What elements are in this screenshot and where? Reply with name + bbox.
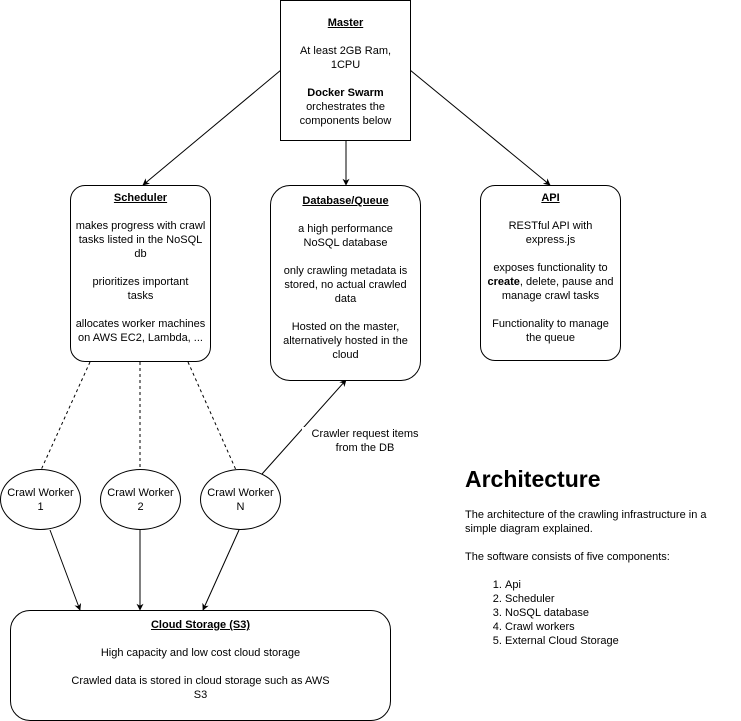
- architecture-intro: The architecture of the crawling infrast…: [465, 509, 707, 535]
- list-item: NoSQL database: [505, 606, 741, 620]
- arrow-master-to-scheduler: [142, 69, 282, 186]
- api-queue: Functionality to manage the queue: [492, 318, 609, 344]
- scheduler-title: Scheduler: [113, 192, 168, 204]
- list-item: External Cloud Storage: [505, 634, 741, 648]
- master-swarm: Docker Swarm orchestrates the components…: [281, 86, 410, 128]
- crawl-worker-1: Crawl Worker 1: [0, 469, 81, 530]
- link-scheduler-to-worker-1: [40, 361, 91, 471]
- crawl-worker-n: Crawl Worker N: [200, 469, 281, 530]
- list-item: Scheduler: [505, 592, 741, 606]
- crawl-worker-n-number: N: [236, 500, 245, 513]
- database-hosting: Hosted on the master, alternatively host…: [283, 321, 408, 361]
- arrow-worker-1-to-storage: [49, 529, 82, 611]
- storage-title: Cloud Storage (S3): [150, 619, 250, 631]
- api-node: API RESTful API with express.js exposes …: [480, 185, 621, 361]
- scheduler-node: Scheduler makes progress with crawl task…: [70, 185, 211, 362]
- arrow-worker-n-to-storage: [202, 529, 240, 611]
- architecture-heading: Architecture: [465, 466, 601, 492]
- crawl-worker-1-label: Crawl Worker: [7, 486, 74, 499]
- database-metadata: only crawling metadata is stored, no act…: [283, 265, 408, 305]
- crawl-worker-2: Crawl Worker 2: [100, 469, 181, 530]
- crawl-worker-2-number: 2: [137, 500, 144, 513]
- arrow-master-to-api: [409, 69, 551, 186]
- api-title: API: [541, 192, 560, 204]
- link-scheduler-to-worker-n: [187, 361, 237, 471]
- architecture-notes: Architecture The architecture of the cra…: [465, 464, 741, 648]
- api-functionality-post: , delete, pause and manage crawl tasks: [501, 276, 614, 302]
- scheduler-allocate: allocates worker machines on AWS EC2, La…: [75, 318, 206, 344]
- crawl-worker-2-label: Crawl Worker: [107, 486, 174, 499]
- database-type: a high performance NoSQL database: [298, 223, 393, 249]
- scheduler-prioritize: prioritizes important tasks: [92, 276, 189, 302]
- crawl-worker-n-label: Crawl Worker: [207, 486, 274, 499]
- api-functionality: exposes functionality to create, delete,…: [485, 261, 616, 303]
- master-node: Master At least 2GB Ram, 1CPU Docker Swa…: [280, 0, 411, 141]
- architecture-components-intro: The software consists of five components…: [465, 551, 670, 563]
- master-spec: At least 2GB Ram, 1CPU: [299, 45, 392, 71]
- storage-description: Crawled data is stored in cloud storage …: [71, 675, 330, 701]
- crawl-worker-1-number: 1: [37, 500, 44, 513]
- api-functionality-bold: create: [487, 276, 520, 288]
- storage-node: Cloud Storage (S3) High capacity and low…: [10, 610, 391, 721]
- components-list: Api Scheduler NoSQL database Crawl worke…: [465, 578, 741, 648]
- list-item: Crawl workers: [505, 620, 741, 634]
- storage-capacity: High capacity and low cost cloud storage: [100, 647, 301, 659]
- api-restful: RESTful API with express.js: [508, 220, 593, 246]
- worker-db-request-label: Crawler request items from the DB: [302, 427, 428, 455]
- master-swarm-bold: Docker Swarm: [307, 87, 384, 99]
- list-item: Api: [505, 578, 741, 592]
- scheduler-progress: makes progress with crawl tasks listed i…: [75, 220, 206, 260]
- master-title: Master: [327, 17, 364, 29]
- master-swarm-text: orchestrates the components below: [299, 101, 392, 127]
- database-node: Database/Queue a high performance NoSQL …: [270, 185, 421, 381]
- database-title: Database/Queue: [302, 195, 389, 207]
- api-functionality-pre: exposes functionality to: [493, 262, 608, 274]
